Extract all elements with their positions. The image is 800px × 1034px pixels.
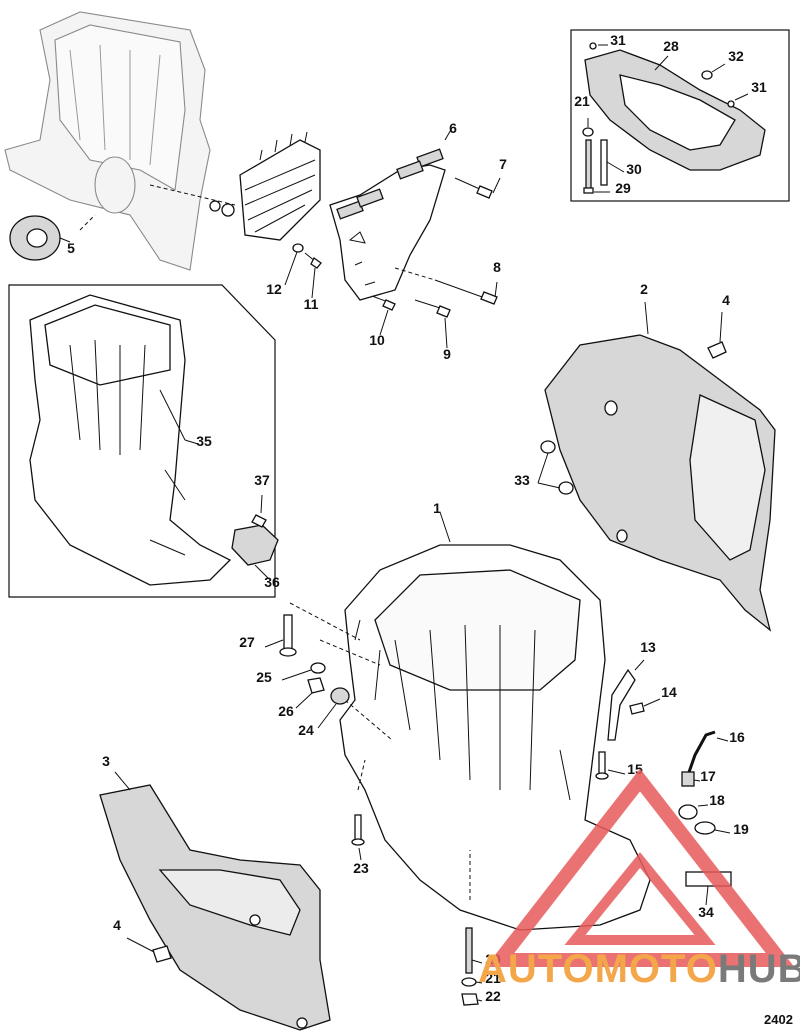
- part-4-bolt-lower: [126, 937, 172, 963]
- part-9-bolt: [414, 299, 451, 349]
- part-12-washer: [284, 243, 304, 286]
- callout-26: 26: [278, 703, 294, 719]
- callout-12: 12: [266, 281, 282, 297]
- part-small-washers-upper: [209, 200, 235, 217]
- callout-16: 16: [729, 729, 745, 745]
- callout-35: 35: [196, 433, 212, 449]
- callout-29: 29: [615, 180, 631, 196]
- callout-13: 13: [640, 639, 656, 655]
- callout-17: 17: [700, 768, 716, 784]
- inset-box-top-right: [570, 29, 790, 202]
- watermark-logo: [485, 768, 795, 967]
- part-27-bolt: [264, 614, 297, 657]
- part-6-bracket: [329, 127, 453, 301]
- leader-dash-upper: [149, 184, 236, 206]
- leader-dash-disc: [79, 214, 96, 231]
- callout-9: 9: [443, 346, 451, 362]
- callout-21: 21: [485, 970, 501, 986]
- callout-3: 3: [102, 753, 110, 769]
- part-36-bracket: [231, 524, 279, 579]
- ghost-upper-housing: [4, 11, 211, 271]
- callout-37: 37: [254, 472, 270, 488]
- part-10-bolt: [371, 295, 396, 336]
- callout-24: 24: [298, 722, 314, 738]
- leader-dash-25: [319, 639, 381, 666]
- callout-2: 2: [640, 281, 648, 297]
- part-13-clip: [607, 659, 645, 741]
- callout-30: 30: [626, 161, 642, 177]
- part-28-plate: [584, 42, 766, 171]
- part-2-cowl: [544, 301, 776, 632]
- callout-19: 19: [733, 821, 749, 837]
- callout-18: 18: [709, 792, 725, 808]
- callout-36: 36: [264, 574, 280, 590]
- part-25-washer: [281, 662, 326, 681]
- callout-21: 21: [574, 93, 590, 109]
- part-11-screw: [304, 252, 322, 299]
- part-33-grommets: [537, 440, 574, 495]
- part-4-bolt-upper: [707, 311, 727, 359]
- callout-27: 27: [239, 634, 255, 650]
- callout-6: 6: [449, 120, 457, 136]
- part-7-bolt: [454, 177, 501, 199]
- callout-28: 28: [663, 38, 679, 54]
- leader-dash-27: [289, 602, 361, 641]
- part-35-housing-assembly: [29, 294, 232, 586]
- callout-23: 23: [353, 860, 369, 876]
- part-26-nut: [295, 677, 325, 709]
- callout-22: 22: [485, 988, 501, 1004]
- part-mount-block: [239, 131, 321, 241]
- part-18-grommet: [678, 804, 709, 820]
- callout-25: 25: [256, 669, 272, 685]
- callout-31: 31: [610, 32, 626, 48]
- part-17-fitting: [681, 771, 701, 787]
- part-37-screw: [251, 494, 267, 528]
- callout-33: 33: [514, 472, 530, 488]
- part-29-stud: [583, 139, 610, 194]
- part-20-stud: [465, 927, 483, 974]
- part-1-driveshaft-housing: [339, 511, 651, 931]
- part-15-screw: [595, 751, 626, 780]
- part-23-screw: [351, 814, 365, 861]
- part-30-spacer: [600, 139, 625, 186]
- part-19-clamp: [694, 821, 731, 835]
- callout-4: 4: [722, 292, 730, 308]
- callout-10: 10: [369, 332, 385, 348]
- part-3-lower-cowl: [99, 771, 331, 1031]
- callout-5: 5: [67, 240, 75, 256]
- leader-dash-23: [357, 759, 366, 791]
- callout-7: 7: [499, 156, 507, 172]
- callout-14: 14: [661, 684, 677, 700]
- leader-dash-24: [344, 699, 393, 741]
- callout-32: 32: [728, 48, 744, 64]
- callout-34: 34: [698, 904, 714, 920]
- part-21-washer-top: [582, 118, 594, 137]
- watermark-text: AUTOMOTOHUB: [478, 947, 800, 991]
- callout-4: 4: [113, 917, 121, 933]
- part-8-bolt-long: [394, 267, 498, 305]
- callout-numbers: 1234456789101112131415161718192021212223…: [67, 32, 767, 1004]
- part-16-hose: [686, 730, 729, 776]
- inset-box-left: [8, 284, 276, 598]
- part-22-nut: [461, 993, 483, 1006]
- part-24-plug: [317, 687, 350, 729]
- callout-11: 11: [304, 296, 319, 312]
- callout-8: 8: [493, 259, 501, 275]
- callout-31: 31: [751, 79, 767, 95]
- part-14-screw: [629, 698, 661, 715]
- figure-number: 2402: [764, 1012, 793, 1027]
- callout-1: 1: [433, 500, 441, 516]
- part-5-washer-disc: [9, 215, 71, 261]
- part-21-washer-lower: [461, 977, 483, 987]
